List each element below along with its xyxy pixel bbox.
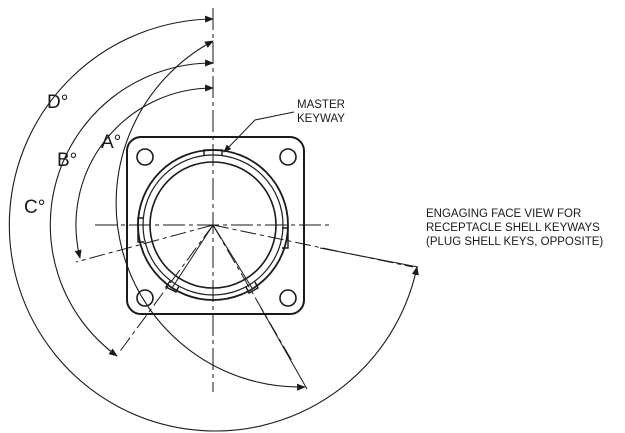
note-line-1: ENGAGING FACE VIEW FOR [426,208,581,220]
mounting-hole-bottom-right [279,289,297,307]
radial-line-b [117,224,214,355]
dimension-arc-d [8,15,419,432]
dimension-arc-b [49,59,214,357]
angle-label-b: B° [57,150,77,171]
master-keyway-label-line1: MASTER [297,99,345,111]
master-keyway-label-line2: KEYWAY [297,113,345,125]
angle-label-a: A° [101,132,121,153]
dimension-arc-a [74,84,214,259]
mounting-hole-top-right [279,148,297,166]
mounting-hole-top-left [136,148,154,166]
angle-label-d: D° [47,92,68,113]
extension-line-d [319,247,419,268]
extension-lines [260,247,419,390]
extension-line-c [260,307,308,390]
master-keyway-leader [223,111,295,153]
note-line-3: (PLUG SHELL KEYS, OPPOSITE) [426,236,603,248]
radial-line-inner-right [212,224,253,289]
dimension-arc-c [115,40,306,391]
note-line-2: RECEPTACLE SHELL KEYWAYS [426,222,600,234]
angle-label-c: C° [24,197,45,218]
